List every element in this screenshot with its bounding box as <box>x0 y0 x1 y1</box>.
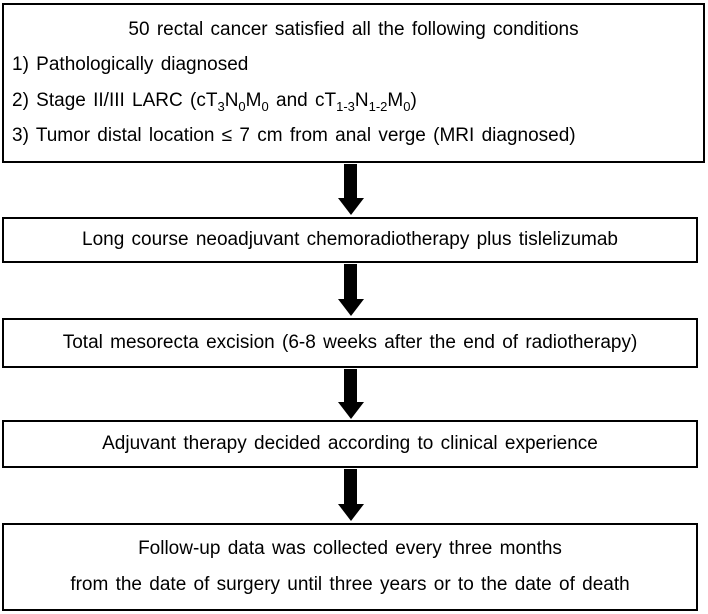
follow-up-line-1: Follow-up data was collected every three… <box>138 538 562 560</box>
chemoradiotherapy-text: Long course neoadjuvant chemoradiotherap… <box>82 229 618 250</box>
down-arrow-icon <box>337 264 364 316</box>
down-arrow-head <box>337 504 364 521</box>
eligibility-title: 50 rectal cancer satisfied all the follo… <box>128 18 579 40</box>
eligibility-item-1: 1) Pathologically diagnosed <box>12 54 249 76</box>
eligibility-item-2: 2) Stage II/III LARC (cT3N0M0 and cT1-3N… <box>12 89 417 114</box>
down-arrow-icon <box>337 164 364 215</box>
flow-box-adjuvant-therapy: Adjuvant therapy decided according to cl… <box>2 420 698 468</box>
flow-box-chemoradiotherapy: Long course neoadjuvant chemoradiotherap… <box>2 217 698 263</box>
flow-box-eligibility: 50 rectal cancer satisfied all the follo… <box>2 3 705 163</box>
surgery-text: Total mesorecta excision (6-8 weeks afte… <box>62 332 638 353</box>
down-arrow-head <box>337 402 364 419</box>
down-arrow-shaft <box>344 469 357 504</box>
adjuvant-therapy-text: Adjuvant therapy decided according to cl… <box>102 433 598 454</box>
down-arrow-icon <box>337 369 364 419</box>
down-arrow-shaft <box>344 369 357 402</box>
eligibility-item-3: 3) Tumor distal location ≤ 7 cm from ana… <box>12 125 576 147</box>
down-arrow-icon <box>337 469 364 521</box>
flow-box-surgery: Total mesorecta excision (6-8 weeks afte… <box>2 318 698 368</box>
down-arrow-shaft <box>344 264 357 299</box>
down-arrow-shaft <box>344 164 357 198</box>
down-arrow-head <box>337 299 364 316</box>
flow-box-follow-up: Follow-up data was collected every three… <box>2 523 698 611</box>
down-arrow-head <box>337 198 364 215</box>
follow-up-line-2: from the date of surgery until three yea… <box>70 573 630 595</box>
